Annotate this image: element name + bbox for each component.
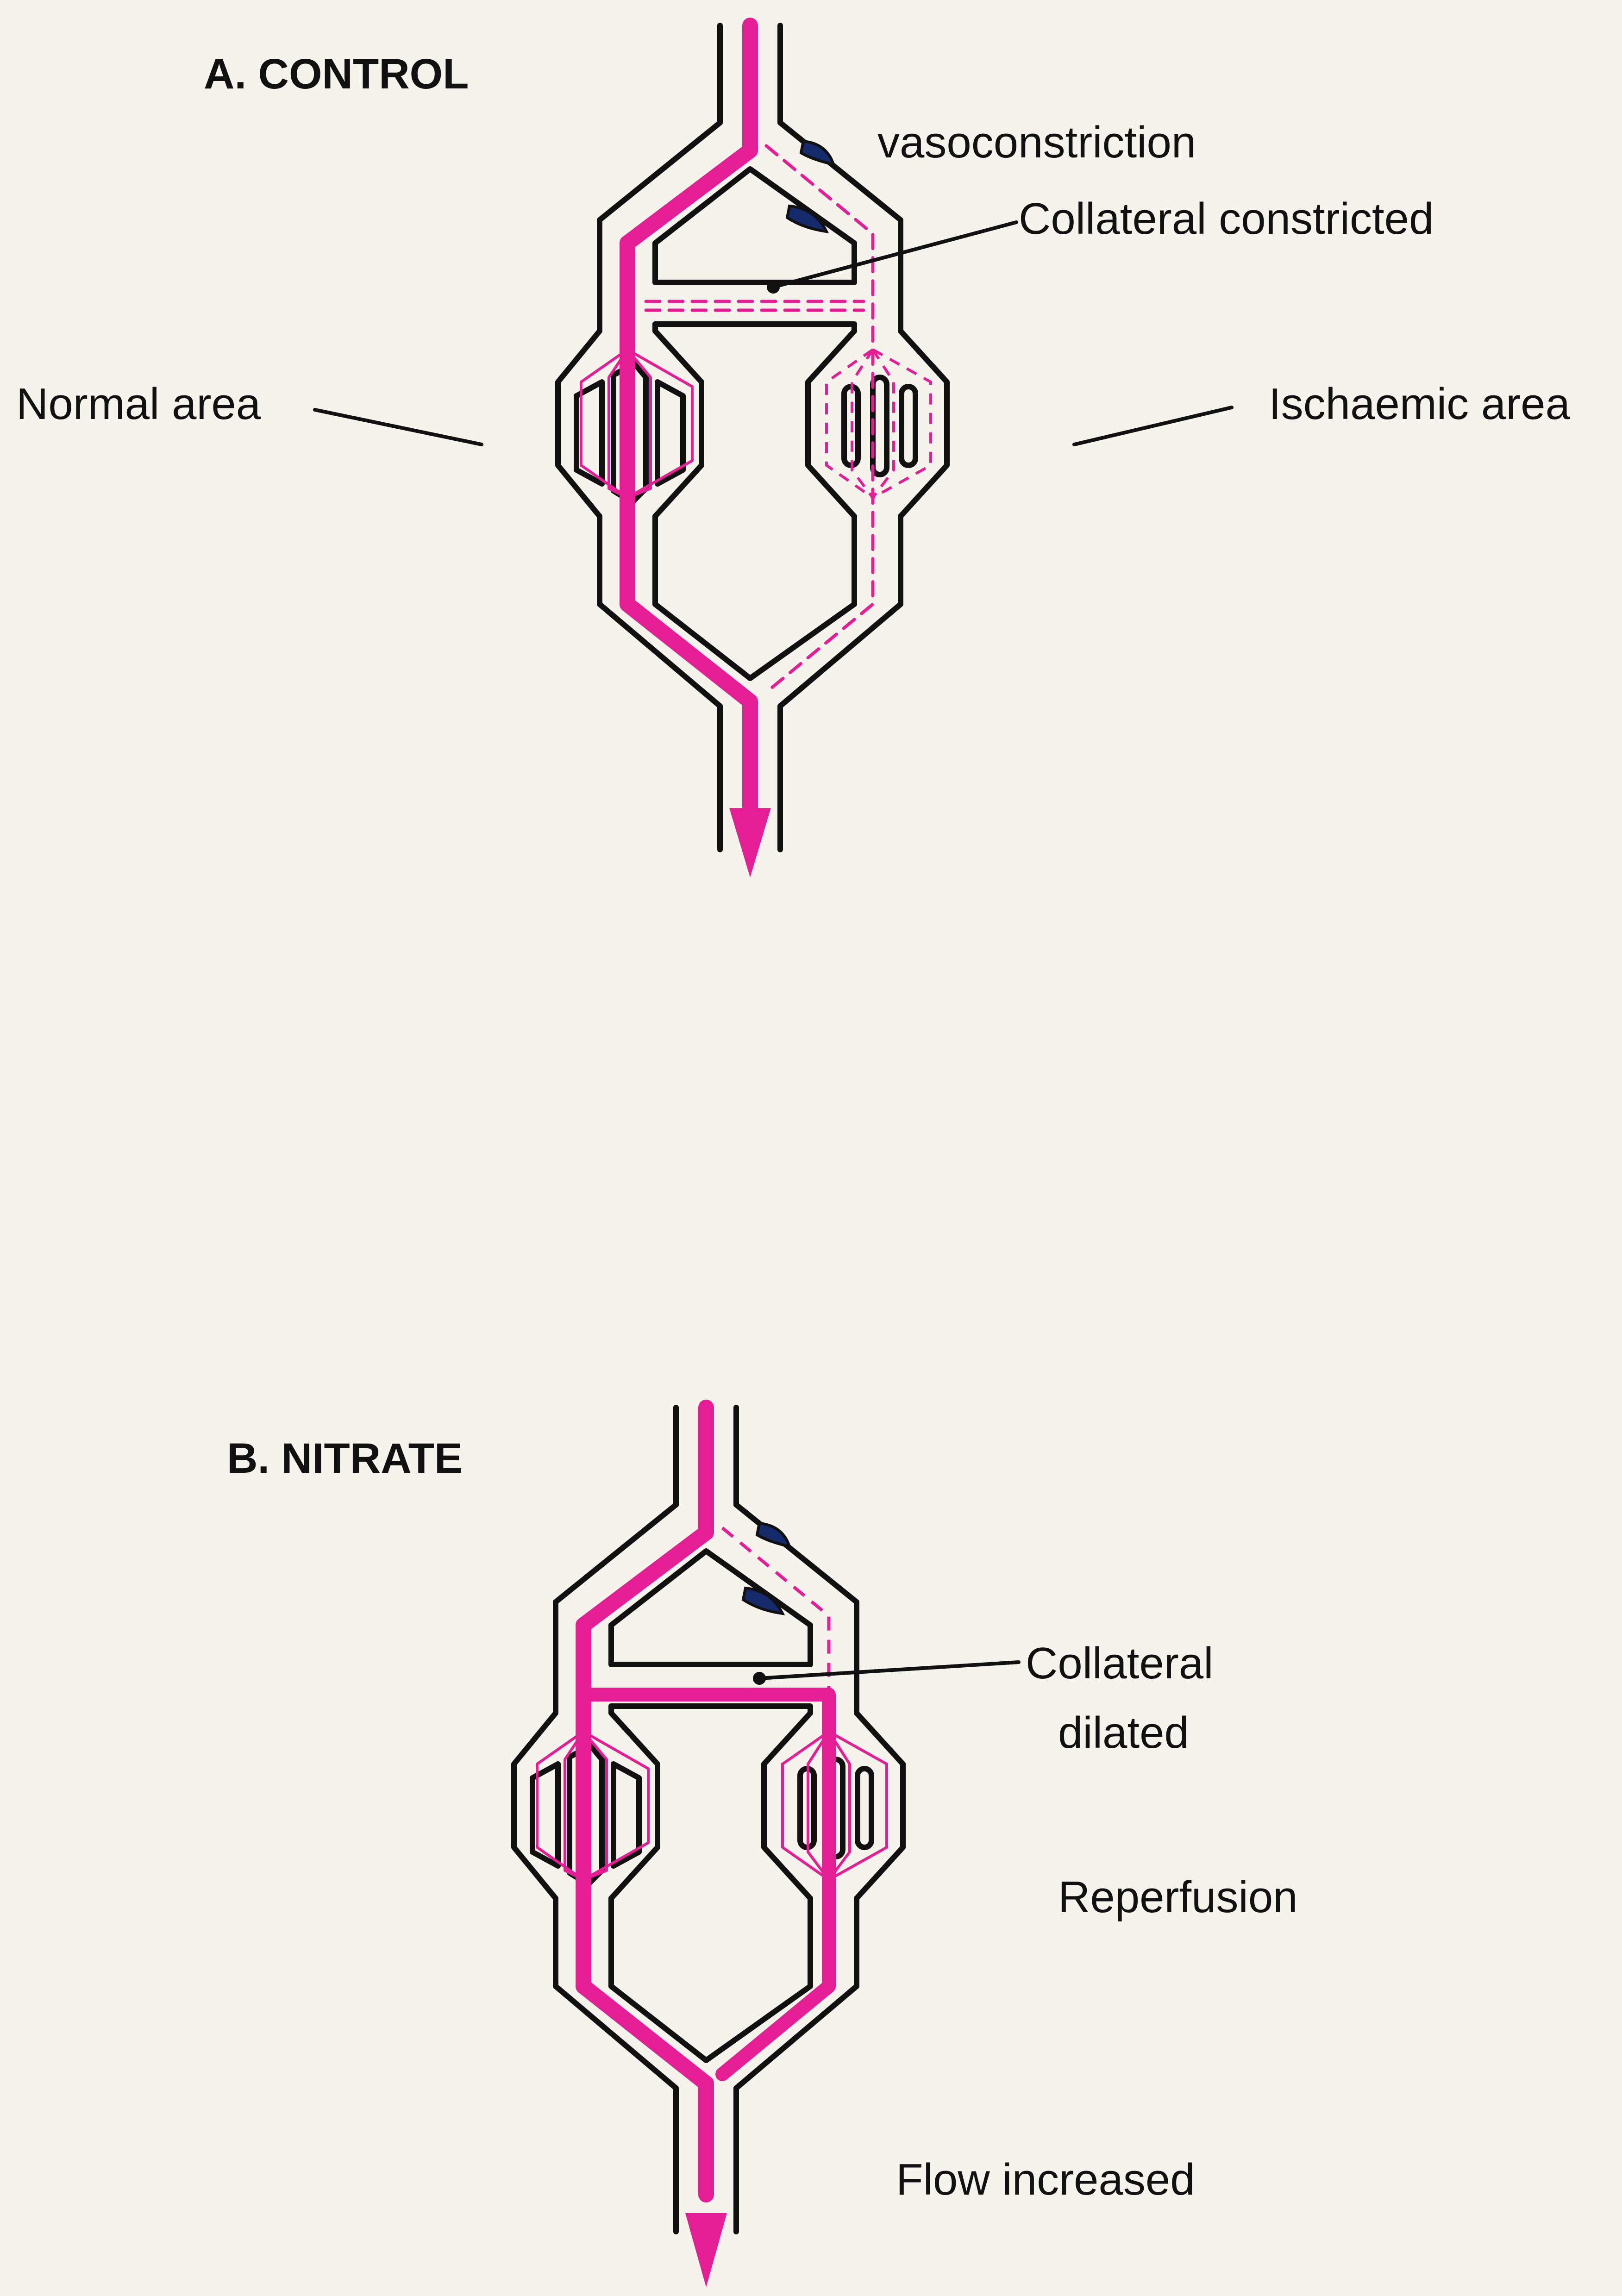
- collateral-constricted-label: Collateral constricted: [1019, 194, 1434, 244]
- ischaemic-area-label: Ischaemic area: [1269, 380, 1570, 429]
- panel-a-heading: A. CONTROL: [204, 51, 469, 98]
- leader-collateral-a: [773, 222, 1016, 287]
- normal-area-label: Normal area: [16, 380, 261, 429]
- collateral-dilated-label-line2: dilated: [1058, 1708, 1189, 1758]
- panel-b-heading: B. NITRATE: [227, 1435, 463, 1482]
- vasoconstriction-label: vasoconstriction: [877, 118, 1196, 167]
- leader-normal-area: [315, 410, 482, 444]
- reperfusion-label: Reperfusion: [1058, 1873, 1298, 1922]
- outflow-arrow-a: [729, 808, 771, 877]
- flow-increased-label: Flow increased: [896, 2155, 1195, 2204]
- collateral-dilated-label-line1: Collateral: [1026, 1639, 1214, 1688]
- outflow-arrow-b: [685, 2213, 727, 2287]
- panel-b-network: [514, 1408, 903, 2287]
- leader-ischaemic-area: [1074, 407, 1232, 444]
